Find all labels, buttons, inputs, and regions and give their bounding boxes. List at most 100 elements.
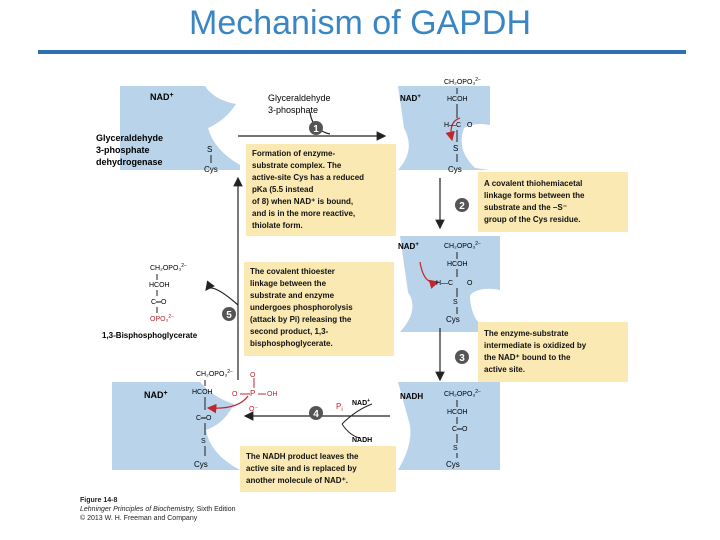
ch2opo3-label-1: CH₂OPO₃	[444, 79, 475, 86]
ch2opo3-label-3: CH₂OPO₃	[444, 391, 475, 398]
svg-text:NAD+: NAD+	[150, 92, 174, 102]
enzyme-surface-4	[112, 382, 240, 470]
step2-text-3: substrate and the –S⁻	[484, 203, 567, 212]
nad-label-1: NAD	[150, 92, 170, 102]
hc-label-2: H—C	[436, 280, 453, 287]
phosphorus-label: P	[250, 389, 255, 398]
thiolate-s-2: S	[453, 144, 458, 153]
co-label-1: C═O	[452, 426, 468, 433]
figure-caption: Figure 14-8 Lehninger Principles of Bioc…	[80, 496, 236, 523]
step2-badge: 2	[455, 198, 469, 212]
svg-text:CH₂OPO₃2−: CH₂OPO₃2−	[150, 263, 187, 272]
enzyme-label-line2: 3-phosphate	[96, 145, 150, 155]
step4-text-2: active site and is replaced by	[246, 464, 357, 473]
svg-text:NAD+: NAD+	[398, 242, 419, 251]
step1-text-1: Formation of enzyme-	[252, 149, 335, 158]
sulfur-label-3: S	[201, 438, 206, 445]
thiolate-arrow	[445, 117, 461, 142]
co-label-2: C═O	[196, 415, 212, 422]
cys-label-4: Cys	[446, 460, 460, 469]
step1-text-7: thiolate form.	[252, 221, 303, 230]
svg-text:NAD+: NAD+	[144, 390, 168, 400]
step2-box	[478, 172, 628, 232]
enzyme-label-line3: dehydrogenase	[96, 157, 163, 167]
pi-label: P	[336, 402, 341, 411]
hcoh-label-4: HCOH	[192, 389, 213, 396]
opo3-label: OPO₃	[150, 316, 169, 323]
hydroxyl-label: OH	[267, 391, 278, 398]
nad-label-5: NAD	[352, 400, 367, 407]
step3-text-1: The enzyme-substrate	[484, 329, 569, 338]
ch2opo3-label-2: CH₂OPO₃	[444, 243, 475, 250]
step5-box	[244, 262, 394, 356]
step5-text-7: bisphosphoglycerate.	[250, 339, 333, 348]
caption-edition: Sixth Edition	[194, 506, 236, 513]
o-label-2: O	[467, 280, 473, 287]
step2-text-1: A covalent thiohemiacetal	[484, 179, 582, 188]
nad-exchange-arrow	[341, 403, 373, 425]
hydride-arrow	[419, 261, 440, 289]
nad-label-3: NAD	[398, 242, 416, 251]
cys-label-3: Cys	[446, 315, 460, 324]
step1-text-2: substrate complex. The	[252, 161, 342, 170]
step5-text-6: second product, 1,3-	[250, 327, 329, 336]
phosphate-top-o: O	[250, 372, 256, 379]
step3-box	[478, 322, 628, 382]
step1-number: 1	[313, 124, 319, 135]
step2-text-4: group of the Cys residue.	[484, 215, 580, 224]
step2-text-2: linkage forms between the	[484, 191, 585, 200]
step4-box	[240, 446, 396, 492]
step3-text-4: active site.	[484, 365, 525, 374]
thiolate-s-1: S	[207, 145, 212, 154]
sulfur-label-1: S	[453, 299, 458, 306]
step5-text-2: linkage between the	[250, 279, 327, 288]
sulfur-label-2: S	[453, 445, 458, 452]
caption-copyright: © 2013 W. H. Freeman and Company	[80, 515, 198, 522]
nad-label-4: NAD	[144, 390, 164, 400]
phosphate-o-label: O	[232, 391, 238, 398]
step3-text-3: the NAD⁺ bound to the	[484, 353, 571, 362]
ch2opo3-label-5: CH₂OPO₃	[150, 265, 181, 272]
step5-badge: 5	[222, 307, 236, 321]
caption-source: Lehninger Principles of Biochemistry, Si…	[80, 505, 236, 514]
step4-text-1: The NADH product leaves the	[246, 452, 359, 461]
svg-text:CH₂OPO₃2−: CH₂OPO₃2−	[444, 389, 481, 398]
svg-text:CH₂OPO₃2−: CH₂OPO₃2−	[444, 77, 481, 86]
page-title: Mechanism of GAPDH	[189, 4, 531, 42]
step1-text-4: pKa (5.5 instead	[252, 185, 313, 194]
hcoh-label-1: HCOH	[447, 96, 468, 103]
enzyme-surface-2	[398, 86, 490, 170]
step1-badge: 1	[309, 121, 323, 135]
hcoh-label-5: HCOH	[149, 282, 170, 289]
substrate-label-line2: 3-phosphate	[268, 105, 318, 115]
nadh-label-1: NADH	[400, 392, 423, 401]
enzyme-surface-1	[120, 86, 240, 170]
caption-figure-number: Figure 14-8	[80, 497, 118, 504]
step5-number: 5	[226, 310, 232, 321]
cys-label-1: Cys	[204, 165, 218, 174]
product-release-arrow	[205, 280, 239, 306]
hcoh-label-2: HCOH	[447, 261, 468, 268]
enzyme-surface-3	[400, 236, 500, 332]
step4-number: 4	[313, 409, 319, 420]
step5-text-5: (attack by Pi) releasing the	[250, 315, 352, 324]
svg-text:NAD+: NAD+	[352, 398, 370, 407]
nad-label-2: NAD	[400, 94, 418, 103]
step1-box	[246, 144, 396, 236]
step1-text-5: of 8) when NAD⁺ is bound,	[252, 197, 353, 206]
hc-label-1: H—C	[444, 122, 461, 129]
step3-text-2: intermediate is oxidized by	[484, 341, 587, 350]
caption-book: Lehninger Principles of Biochemistry,	[80, 506, 195, 513]
ch2opo3-label-4: CH₂OPO₃	[196, 371, 227, 378]
step2-number: 2	[459, 201, 465, 212]
substrate-label-line1: Glyceraldehyde	[268, 93, 331, 103]
enzyme-surface-5	[398, 382, 500, 470]
step4-text-3: another molecule of NAD⁺.	[246, 476, 348, 485]
pi-attack-arrow	[206, 395, 249, 414]
step1-text-3: active-site Cys has a reduced	[252, 173, 364, 182]
nadh-label-2: NADH	[352, 437, 372, 444]
o-label-1: O	[467, 122, 473, 129]
svg-text:OPO₃2−: OPO₃2−	[150, 314, 174, 323]
step4-badge: 4	[309, 406, 323, 420]
